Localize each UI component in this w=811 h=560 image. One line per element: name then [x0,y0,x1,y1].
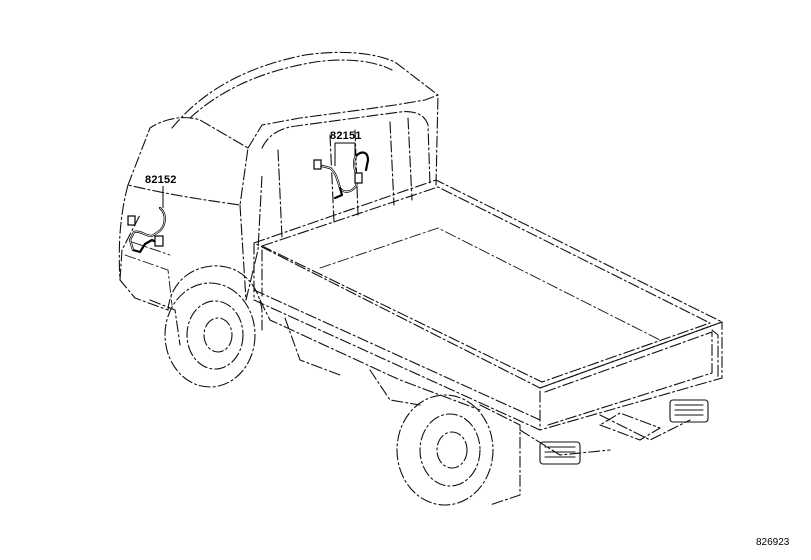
front-wheel [164,282,256,388]
callout-82151: 82151 [330,130,362,142]
callout-82152: 82152 [145,174,177,186]
bed-outline [253,179,723,465]
figure-number: 826923 [756,537,790,548]
front-wiring-harness [127,186,166,254]
rear-wiring-harness [313,142,370,200]
rear-wheel [396,394,521,506]
